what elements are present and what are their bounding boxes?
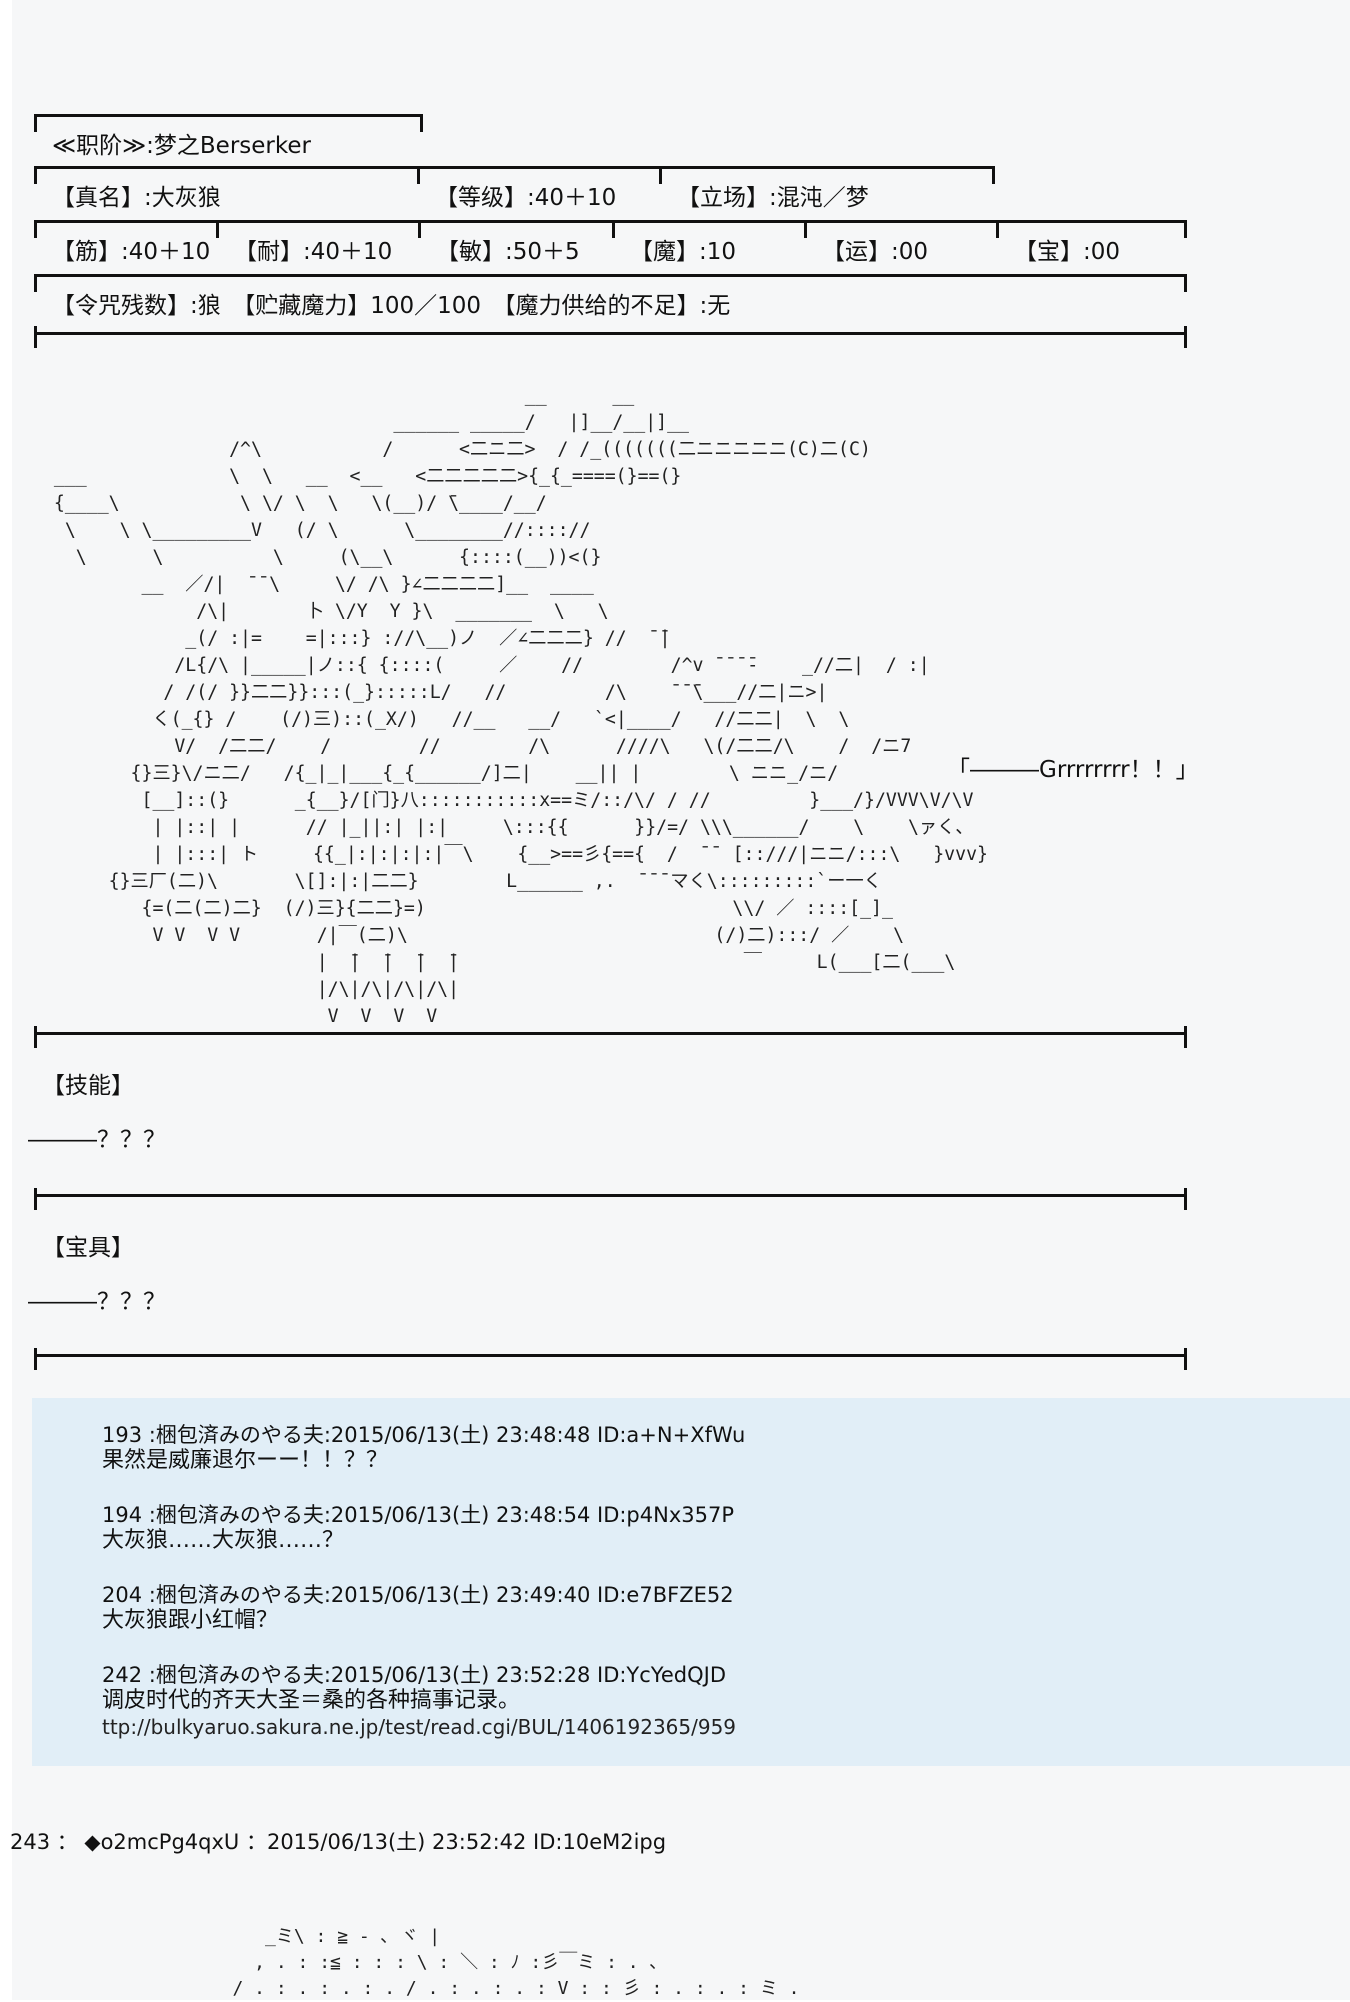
art-bottom-line: [34, 1026, 1187, 1048]
reply-body: 大灰狼……大灰狼……？: [102, 1528, 345, 1553]
reply-header: 242 :梱包済みのやる夫:2015/06/13(土) 23:52:28 ID:…: [102, 1663, 726, 1687]
reply-header: 194 :梱包済みのやる夫:2015/06/13(土) 23:48:54 ID:…: [102, 1503, 735, 1527]
main-post-header: 243 ： ◆o2mcPg4qxU ：2015/06/13(土) 23:52:4…: [10, 1830, 667, 1854]
sheet-row-stats: 【筋】:40＋10 【耐】:40＋10 【敏】:50＋5 【魔】:10 【运】:…: [34, 220, 1187, 265]
stat-mana: 【魔】:10: [612, 220, 804, 267]
np-value: ―――？？？: [28, 1289, 166, 1315]
stat-agility: 【敏】:50＋5: [418, 220, 612, 267]
reply-body: 大灰狼跟小红帽？: [102, 1608, 279, 1633]
wolf-ascii-art: __ __ ______ _____/ |]__/__|]__ /^\ / <二…: [53, 385, 988, 1027]
skill-value: ―――？？？: [28, 1127, 166, 1153]
reply-link[interactable]: ttp://bulkyaruo.sakura.ne.jp/test/read.c…: [102, 1715, 737, 1739]
sheet-row-command: 【令咒残数】:狼 【贮藏魔力】100／100 【魔力供给的不足】:无: [34, 274, 1187, 319]
reply-post: 194 :梱包済みのやる夫:2015/06/13(土) 23:48:54 ID:…: [102, 1502, 734, 1554]
command-seal-cell: 【令咒残数】:狼 【贮藏魔力】100／100 【魔力供给的不足】:无: [52, 293, 731, 319]
second-ascii-art: _ミ\ : ≧ - ､ ヾ | , . : :≦ : : : \ : ＼ : ﾉ…: [232, 1926, 800, 1999]
np-title: 【宝具】: [42, 1235, 134, 1261]
stat-luck: 【运】:00: [804, 220, 996, 267]
reply-post: 242 :梱包済みのやる夫:2015/06/13(土) 23:52:28 ID:…: [102, 1662, 736, 1740]
level-cell: 【等级】:40＋10: [417, 166, 659, 213]
sheet-row-class: ≪职阶≫:梦之Berserker: [34, 114, 423, 159]
reply-header: 204 :梱包済みのやる夫:2015/06/13(土) 23:49:40 ID:…: [102, 1583, 734, 1607]
stat-noble-phantasm: 【宝】:00: [996, 220, 1187, 267]
stat-endurance: 【耐】:40＋10: [216, 220, 418, 267]
alignment-cell: 【立场】:混沌／梦: [659, 166, 995, 213]
class-cell: ≪职阶≫:梦之Berserker: [52, 133, 311, 159]
reply-body: 果然是威廉退尔ーー！！？？: [102, 1448, 389, 1473]
skill-title: 【技能】: [42, 1073, 134, 1099]
np-bottom-line: [34, 1348, 1187, 1370]
roar-text: 「―――Grrrrrrrr！！」: [947, 757, 1199, 783]
reply-post: 193 :梱包済みのやる夫:2015/06/13(土) 23:48:48 ID:…: [102, 1422, 745, 1474]
sheet-bottom-line: [34, 326, 1187, 348]
sheet-row-name: 【真名】:大灰狼 【等级】:40＋10 【立场】:混沌／梦: [34, 166, 995, 211]
skill-bottom-line: [34, 1188, 1187, 1210]
reply-body: 调皮时代的齐天大圣＝桑的各种搞事记录。: [102, 1688, 521, 1713]
stat-strength: 【筋】:40＋10: [52, 239, 211, 265]
reply-post: 204 :梱包済みのやる夫:2015/06/13(土) 23:49:40 ID:…: [102, 1582, 734, 1634]
true-name-cell: 【真名】:大灰狼: [52, 185, 221, 211]
reply-box: 193 :梱包済みのやる夫:2015/06/13(土) 23:48:48 ID:…: [32, 1398, 1350, 1766]
reply-header: 193 :梱包済みのやる夫:2015/06/13(土) 23:48:48 ID:…: [102, 1423, 746, 1447]
